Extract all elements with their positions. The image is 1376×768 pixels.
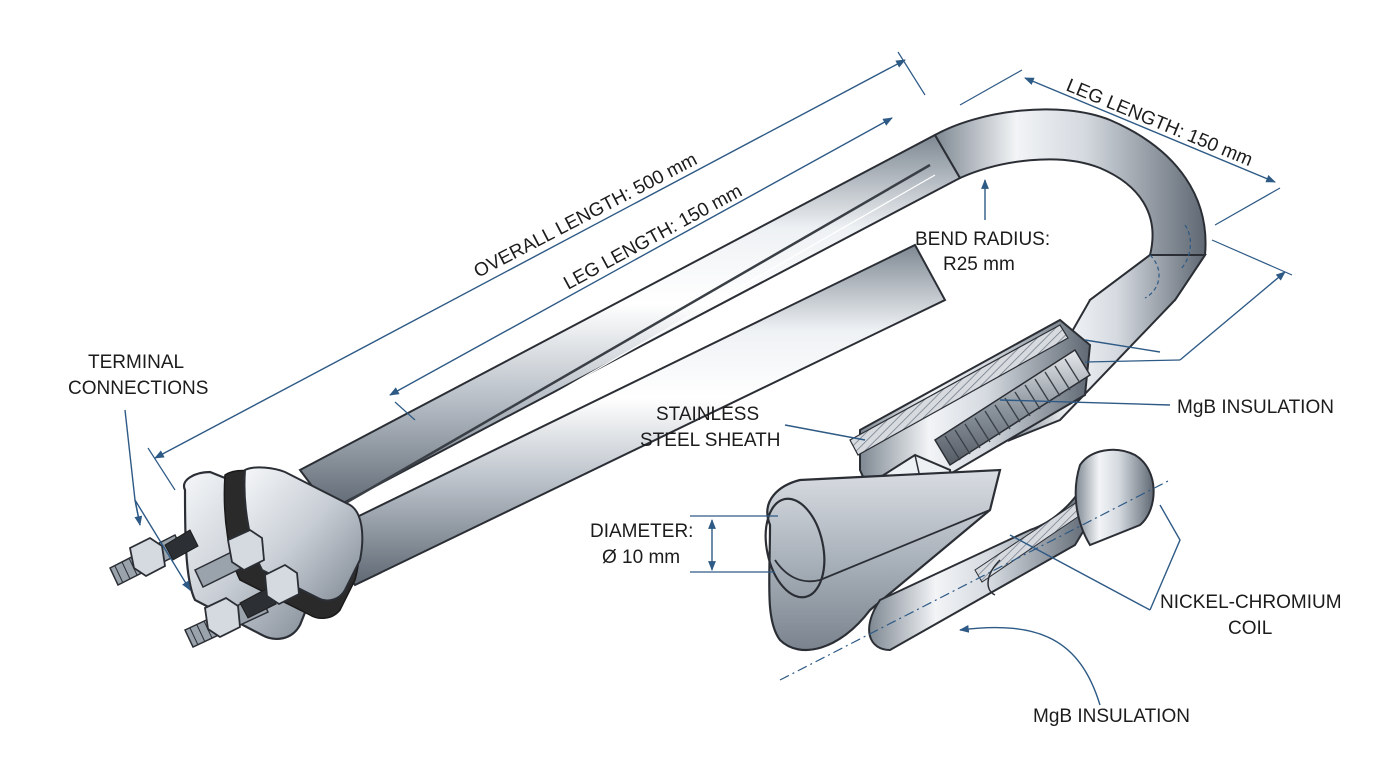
terminal-label-1: TERMINAL bbox=[88, 352, 184, 373]
terminal-stud-2 bbox=[194, 528, 265, 589]
leader-mgb-top-2 bbox=[1084, 339, 1161, 353]
leader-mgb-bottom bbox=[959, 625, 1101, 706]
dimension-overall-length bbox=[147, 51, 926, 491]
dimension-diameter bbox=[690, 515, 778, 573]
diameter-label-2: Ø 10 mm bbox=[602, 547, 680, 568]
nichrome-label-2: COIL bbox=[1228, 618, 1272, 639]
terminal-stud-1 bbox=[109, 529, 199, 587]
open-sheath-shell bbox=[766, 468, 1002, 652]
nichrome-label-1: NICKEL-CHROMIUM bbox=[1160, 592, 1342, 613]
dimension-leg-length-left bbox=[389, 117, 893, 421]
mgb-insulation-top-label: MgB INSULATION bbox=[1177, 397, 1334, 418]
bend-radius-label-1: BEND RADIUS: bbox=[915, 229, 1050, 250]
leader-nichrome bbox=[1009, 504, 1181, 611]
leader-mgb-top bbox=[999, 399, 1171, 406]
diameter-label-1: DIAMETER: bbox=[590, 521, 693, 542]
terminal-label-2: CONNECTIONS bbox=[68, 378, 208, 399]
sheath-label-1: STAINLESS bbox=[656, 404, 759, 425]
terminal-stud-3 bbox=[184, 563, 300, 648]
heating-coil bbox=[933, 348, 1092, 467]
sheath-label-2: STEEL SHEATH bbox=[640, 430, 780, 451]
dimension-right-leg bbox=[1084, 239, 1293, 363]
cutaway-section bbox=[764, 318, 1171, 681]
leader-sheath bbox=[784, 424, 866, 441]
dimension-leg-length-top bbox=[959, 69, 1281, 226]
bend-radius-label-2: R25 mm bbox=[943, 254, 1015, 275]
mgb-insulation-bottom-label: MgB INSULATION bbox=[1033, 706, 1190, 727]
sheath-rim bbox=[764, 497, 826, 599]
flange-assembly bbox=[109, 466, 364, 648]
separated-sheath bbox=[1074, 448, 1155, 547]
